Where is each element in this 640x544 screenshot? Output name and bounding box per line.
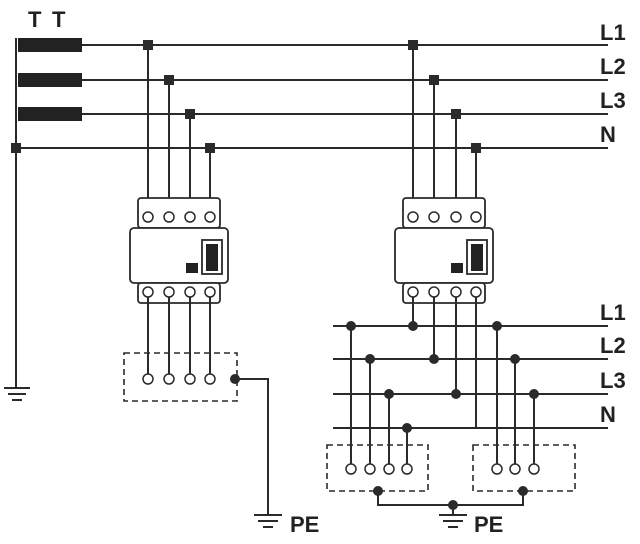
meter1-term-out-1	[142, 286, 154, 298]
load2-term-4	[401, 463, 413, 475]
bus-top-label-n: N	[600, 122, 616, 147]
meter1-indicator	[186, 263, 198, 273]
load-box-2	[326, 444, 429, 496]
neutral-junction	[11, 143, 21, 153]
meter-1	[129, 197, 229, 304]
meter2-outputs	[408, 297, 477, 428]
load2-term-3	[383, 463, 395, 475]
pe1-wire	[235, 378, 269, 515]
pe-2: PE	[377, 491, 524, 537]
meter1-outputs	[147, 297, 211, 374]
meter1-bottom-terminal-block	[137, 282, 221, 304]
meter-2	[394, 197, 494, 304]
source-label-2: T	[52, 7, 66, 32]
meter2-display-fill	[471, 244, 483, 271]
load2-taps	[346, 321, 412, 464]
load-box-1	[123, 352, 240, 402]
bus-bottom-label-n: N	[600, 402, 616, 427]
bus-bottom-label-l3: L3	[600, 368, 626, 393]
meter2-term-out-1	[407, 286, 419, 298]
winding-l2	[18, 73, 82, 87]
pe-1: PE	[235, 378, 319, 537]
load3-taps	[492, 321, 539, 464]
meter1-term-out-2	[163, 286, 175, 298]
meter1-term-out-4	[204, 286, 216, 298]
bottom-bus	[333, 325, 608, 429]
top-bus	[16, 44, 608, 149]
pe-label-1: PE	[290, 512, 319, 537]
meter2-term-in-1	[407, 211, 419, 223]
load2-term-1	[345, 463, 357, 475]
meter2-bottom-terminal-block	[402, 282, 486, 304]
load2-outline	[326, 444, 429, 492]
load1-term-3	[184, 373, 196, 385]
meter2-taps	[408, 40, 481, 200]
load3-term-2	[509, 463, 521, 475]
load1-outline	[123, 352, 238, 402]
transformer-windings	[18, 38, 82, 121]
meter2-term-in-3	[450, 211, 462, 223]
meter1-term-out-3	[184, 286, 196, 298]
load-box-3	[472, 444, 576, 496]
meter1-term-in-2	[163, 211, 175, 223]
meter2-term-out-2	[428, 286, 440, 298]
load3-outline	[472, 444, 576, 492]
load3-term-1	[491, 463, 503, 475]
meter2-term-in-2	[428, 211, 440, 223]
load1-term-2	[163, 373, 175, 385]
meter1-term-in-3	[184, 211, 196, 223]
winding-l1	[18, 38, 82, 52]
load2-term-2	[364, 463, 376, 475]
meter1-display-fill	[206, 244, 218, 271]
meter2-indicator	[451, 263, 463, 273]
meter1-term-in-4	[204, 211, 216, 223]
bus-top-label-l3: L3	[600, 88, 626, 113]
bus-top-label-l2: L2	[600, 54, 626, 79]
winding-l3	[18, 107, 82, 121]
neutral-earth	[4, 38, 30, 401]
load3-term-3	[528, 463, 540, 475]
bus-bottom-label-l2: L2	[600, 333, 626, 358]
meter2-term-out-3	[450, 286, 462, 298]
bus-bottom-label-l1: L1	[600, 300, 626, 325]
load1-term-4	[204, 373, 216, 385]
pe-label-2: PE	[474, 512, 503, 537]
meter1-term-in-1	[142, 211, 154, 223]
source-label-1: T	[28, 7, 42, 32]
load1-term-1	[142, 373, 154, 385]
meter2-term-in-4	[470, 211, 482, 223]
meter2-term-out-4	[470, 286, 482, 298]
meter1-taps	[143, 40, 215, 200]
bus-top-label-l1: L1	[600, 20, 626, 45]
